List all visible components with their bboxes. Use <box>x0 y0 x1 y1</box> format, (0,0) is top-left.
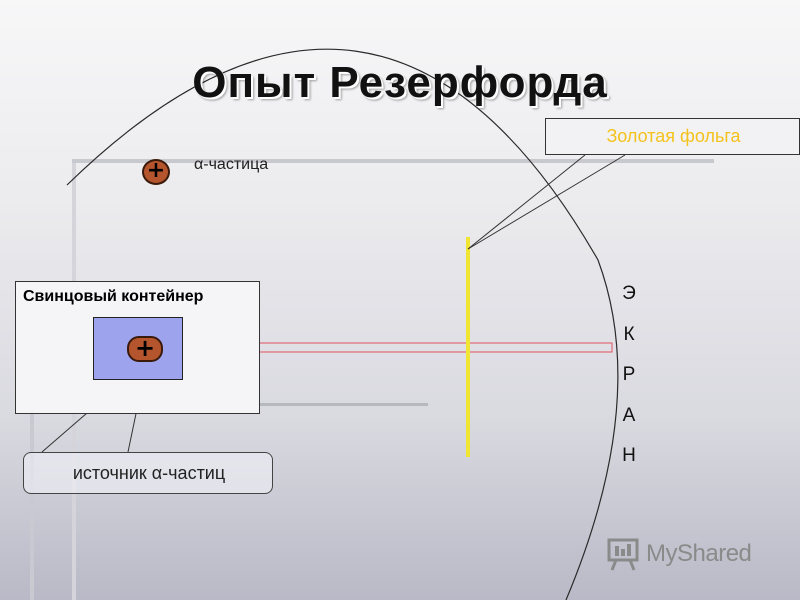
foil-pointer-2 <box>467 154 626 250</box>
screen-letter: К <box>623 323 635 345</box>
screen-letter: А <box>622 404 636 426</box>
watermark-logo: MyShared <box>646 540 752 567</box>
source-callout-label: источник α-частиц <box>72 463 226 483</box>
detector-arc <box>66 48 619 600</box>
alpha-particle-icon: + <box>142 159 170 185</box>
decor-bar-mid <box>258 403 428 406</box>
foil-callout: Золотая фольга <box>545 118 800 155</box>
alpha-particle-label: α-частица <box>194 156 269 173</box>
lead-container-label: Свинцовый контейнер <box>23 288 204 305</box>
source-callout: источник α-частиц <box>23 452 273 494</box>
decor-bar-left2 <box>30 412 34 600</box>
slide-title: Опыт Резерфорда <box>192 58 608 107</box>
foil-pointer-1 <box>467 154 586 250</box>
screen-letter: Н <box>622 445 636 466</box>
lead-container <box>15 281 260 414</box>
foil-callout-label: Золотая фольга <box>606 126 741 146</box>
presentation-icon <box>607 538 639 571</box>
decor-bar-top <box>72 159 714 163</box>
screen-letter: Р <box>622 364 636 385</box>
source-particle-icon: + <box>127 336 163 362</box>
screen-letter: Э <box>622 283 636 304</box>
screen-label: Э К Р А Н <box>617 274 641 477</box>
